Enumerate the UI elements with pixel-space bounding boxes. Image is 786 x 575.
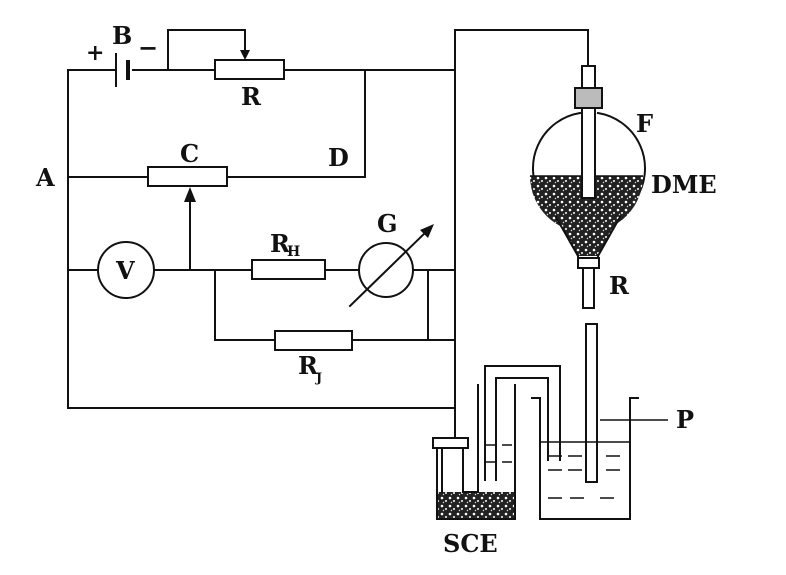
capillary: [585, 323, 598, 483]
capillary-tube: [582, 267, 595, 309]
calomel-electrode: [432, 384, 516, 520]
rheostat-arrow: [240, 50, 250, 60]
galvanometer-label: G: [377, 209, 398, 238]
slide-wire: [147, 166, 228, 187]
dme-label: DME: [651, 170, 717, 199]
galvanometer-arrowhead: [420, 224, 434, 238]
resistor-j: [274, 330, 353, 351]
node-a-label: A: [35, 163, 55, 192]
battery-minus-label: −: [138, 33, 158, 62]
salt-bridge: [484, 365, 561, 481]
node-d-label: D: [328, 143, 349, 172]
inner-tube: [581, 65, 596, 89]
battery-label: B: [112, 21, 132, 50]
tube-clamp-label: R: [609, 271, 630, 300]
inner-tube-lower: [581, 107, 596, 199]
voltmeter: [97, 241, 155, 299]
resistor-h-label: R: [270, 229, 291, 258]
resistor-j-label: R: [298, 351, 319, 380]
resistor-h: [251, 259, 326, 280]
beaker: [531, 397, 639, 520]
resistor-j-subscript: J: [315, 371, 322, 386]
stopper: [574, 87, 603, 109]
rheostat-label: R: [241, 82, 262, 111]
beaker-label: P: [676, 405, 694, 434]
slide-contact-arrow: [184, 187, 196, 202]
voltmeter-label: V: [115, 256, 135, 285]
galvanometer-needle: [348, 228, 430, 308]
slide-wire-label: C: [180, 139, 199, 168]
sce-mercury: [437, 492, 515, 519]
mercury-reservoir: [530, 111, 646, 263]
battery-plus-label: +: [86, 40, 104, 66]
battery: [115, 53, 130, 87]
circuit-wires: [67, 29, 589, 439]
funnel-label: F: [636, 109, 653, 138]
tube-clamp: [577, 257, 600, 269]
sce-label: SCE: [443, 529, 498, 558]
resistor-h-subscript: H: [287, 244, 300, 260]
rheostat: [214, 59, 285, 80]
